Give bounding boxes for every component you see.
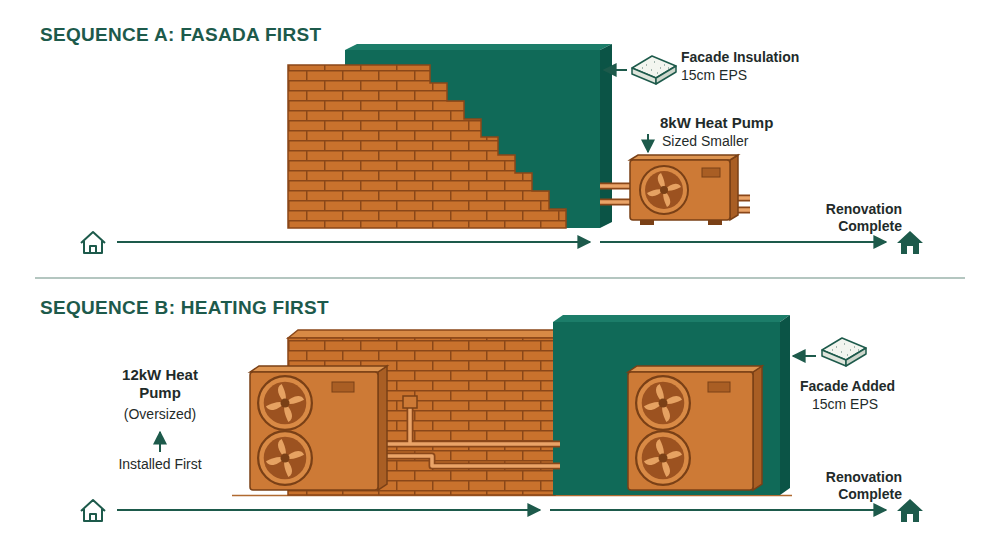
- house-done-icon: [897, 231, 923, 254]
- callout-title: 12kW Heat Pump: [112, 366, 208, 402]
- house-start-icon: [81, 232, 105, 253]
- pointer-arrow: [647, 134, 649, 152]
- callout-detail: Installed First: [104, 456, 216, 473]
- callout-detail: (Oversized): [112, 406, 208, 423]
- heat-pump-fan: [636, 376, 690, 430]
- heat-pump-foot: [708, 220, 722, 225]
- pipe-outline: [376, 406, 560, 466]
- facade-top: [345, 44, 612, 50]
- sequence-heading: SEQUENCE A: FASADA FIRST: [40, 24, 321, 47]
- heat-pump-side: [730, 155, 738, 220]
- heat-pump-fan: [258, 376, 312, 430]
- heat-pump-side: [753, 366, 762, 490]
- pointer-arrow: [793, 355, 816, 357]
- heat-pump-body: [630, 160, 730, 220]
- callout-detail: Sized Smaller: [662, 133, 748, 150]
- milestone-label: Renovation Complete: [814, 201, 902, 235]
- sequence-heading: SEQUENCE B: HEATING FIRST: [40, 297, 329, 320]
- milestone-label: Renovation Complete: [814, 469, 902, 503]
- timeline-arrow: [117, 509, 540, 511]
- callout-detail: 15cm EPS: [681, 67, 747, 84]
- heat-pump-fan: [258, 431, 312, 485]
- house-done-icon: [897, 499, 923, 522]
- heat-pump-body: [250, 372, 378, 490]
- callout-title: Facade Insulation: [681, 49, 799, 66]
- timeline-arrow: [550, 509, 886, 511]
- timeline-arrow: [600, 241, 886, 243]
- heat-pump-panel: [702, 168, 720, 177]
- pointer-arrow: [604, 69, 627, 71]
- pointer-arrow: [159, 432, 161, 452]
- heat-pump-fan: [636, 431, 690, 485]
- callout-detail: 15cm EPS: [812, 396, 878, 413]
- callout-title: 8kW Heat Pump: [660, 114, 773, 132]
- pipe: [376, 406, 560, 466]
- divider: [35, 277, 965, 279]
- eps-board-icon: [632, 56, 676, 84]
- house-door: [907, 246, 913, 254]
- heat-pump-panel: [332, 382, 354, 392]
- eps-board-icon: [822, 338, 866, 366]
- callout-title: Facade Added: [800, 378, 895, 395]
- facade-side: [780, 315, 790, 495]
- timeline-arrow: [117, 241, 590, 243]
- heat-pump-top: [250, 366, 387, 372]
- pipe-outline: [600, 186, 632, 202]
- wall-top: [288, 330, 563, 338]
- heat-pump-panel: [708, 382, 730, 392]
- heat-pump-top: [628, 366, 762, 372]
- heat-pump-fan: [640, 166, 688, 214]
- heat-pump-body: [628, 372, 753, 490]
- pipe: [600, 186, 632, 202]
- facade-insulation-slab: [553, 322, 780, 495]
- heat-pump-foot: [640, 220, 654, 225]
- house-door: [907, 514, 913, 522]
- brick-wall: [288, 65, 566, 228]
- house-start-icon: [81, 500, 105, 521]
- heat-pump-side: [378, 366, 387, 490]
- pipe-bracket: [403, 396, 417, 408]
- facade-top: [553, 315, 790, 322]
